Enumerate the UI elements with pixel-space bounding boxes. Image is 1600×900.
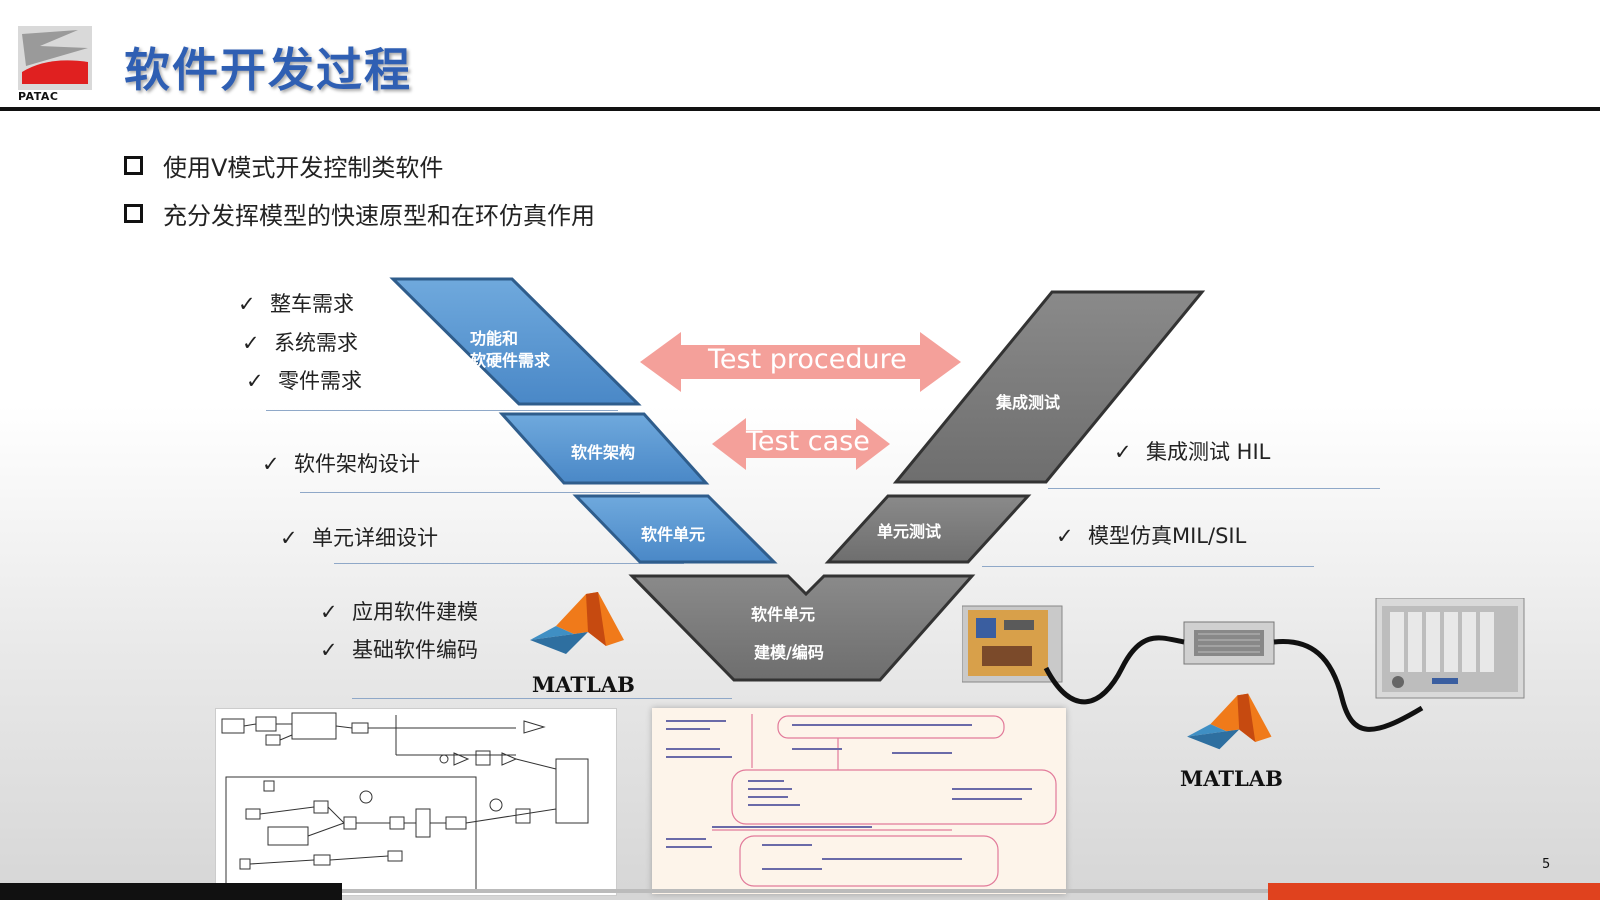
divider-line bbox=[352, 698, 732, 699]
req-item: ✓ 系统需求 bbox=[242, 327, 358, 357]
model-item: ✓ 应用软件建模 bbox=[320, 596, 478, 626]
model-item: ✓ 基础软件编码 bbox=[320, 634, 478, 664]
divider-line bbox=[334, 563, 684, 564]
req-item: ✓ 零件需求 bbox=[246, 365, 362, 395]
check-icon: ✓ bbox=[280, 526, 298, 550]
square-bullet-icon bbox=[124, 204, 143, 223]
test-procedure-arrow bbox=[640, 332, 961, 392]
check-icon: ✓ bbox=[320, 638, 338, 662]
requirements-label-line1: 功能和 bbox=[470, 329, 519, 348]
matlab-label-right: MATLAB bbox=[1180, 766, 1283, 791]
test-procedure-label: Test procedure bbox=[708, 344, 907, 375]
patac-logo-graphic bbox=[18, 26, 92, 90]
header-divider bbox=[0, 107, 1600, 111]
bullet-item: 使用V模式开发控制类软件 bbox=[124, 148, 443, 183]
req-item: ✓ 整车需求 bbox=[238, 288, 354, 318]
hil-hardware-graphic bbox=[961, 597, 1525, 732]
test-case-arrow bbox=[712, 418, 890, 470]
bottom-label-1: 软件单元 bbox=[751, 605, 816, 624]
req-text: 零件需求 bbox=[278, 369, 362, 393]
req-text: 系统需求 bbox=[274, 331, 358, 355]
patac-logo bbox=[18, 26, 92, 100]
bullet-text: 使用V模式开发控制类软件 bbox=[163, 154, 444, 182]
divider-line bbox=[300, 492, 640, 493]
square-bullet-icon bbox=[124, 156, 143, 175]
check-icon: ✓ bbox=[1056, 524, 1074, 548]
arch-text: 软件架构设计 bbox=[294, 452, 420, 476]
footer-bar-red bbox=[1268, 883, 1600, 900]
bottom-label-2: 建模/编码 bbox=[754, 643, 824, 662]
requirements-label-line2: 软硬件需求 bbox=[470, 351, 551, 370]
bottom-coding-shape bbox=[628, 574, 976, 682]
unit-label: 软件单元 bbox=[641, 525, 706, 544]
hil-hardware-image bbox=[961, 597, 1536, 794]
check-icon: ✓ bbox=[238, 292, 256, 316]
divider-line bbox=[982, 566, 1314, 567]
divider-line bbox=[266, 410, 618, 411]
architecture-shape bbox=[498, 412, 710, 485]
page-number: 5 bbox=[1542, 857, 1551, 872]
model-sim-item: ✓ 模型仿真MIL/SIL bbox=[1056, 520, 1246, 550]
model-sim-text: 模型仿真MIL/SIL bbox=[1088, 524, 1247, 548]
check-icon: ✓ bbox=[1114, 440, 1132, 464]
matlab-logo-icon bbox=[530, 592, 624, 654]
simulink-model-screenshot bbox=[215, 708, 617, 896]
check-icon: ✓ bbox=[246, 369, 264, 393]
requirements-shape bbox=[389, 277, 642, 406]
stateflow-chart-graphic bbox=[666, 714, 1057, 887]
logo-text: PATAC bbox=[18, 90, 59, 103]
architecture-label: 软件架构 bbox=[571, 443, 636, 462]
check-icon: ✓ bbox=[262, 452, 280, 476]
unit-test-shape bbox=[824, 494, 1032, 564]
integration-test-shape bbox=[892, 290, 1206, 484]
arch-item: ✓ 软件架构设计 bbox=[262, 448, 420, 478]
bullet-text: 充分发挥模型的快速原型和在环仿真作用 bbox=[163, 202, 595, 230]
model-text: 基础软件编码 bbox=[352, 638, 478, 662]
footer-bar-grey bbox=[342, 889, 1268, 893]
check-icon: ✓ bbox=[242, 331, 260, 355]
model-text: 应用软件建模 bbox=[352, 600, 478, 624]
unit-test-label: 单元测试 bbox=[877, 522, 942, 541]
footer-bar-dark bbox=[0, 883, 342, 900]
bullet-item: 充分发挥模型的快速原型和在环仿真作用 bbox=[124, 196, 595, 231]
integration-test-text: 集成测试 HIL bbox=[1146, 440, 1271, 464]
integration-test-label: 集成测试 bbox=[996, 393, 1061, 412]
matlab-label-left: MATLAB bbox=[532, 672, 635, 697]
integration-test-item: ✓ 集成测试 HIL bbox=[1114, 436, 1270, 466]
unit-design-item: ✓ 单元详细设计 bbox=[280, 522, 438, 552]
divider-line bbox=[1048, 488, 1380, 489]
check-icon: ✓ bbox=[320, 600, 338, 624]
simulink-model-graphic bbox=[221, 712, 589, 892]
requirements-label: 功能和 软硬件需求 bbox=[470, 328, 550, 372]
unit-design-text: 单元详细设计 bbox=[312, 526, 438, 550]
matlab-logo-icon bbox=[1187, 693, 1272, 750]
stateflow-code-screenshot bbox=[652, 708, 1066, 894]
req-text: 整车需求 bbox=[270, 292, 354, 316]
unit-shape bbox=[572, 494, 778, 564]
page-title: 软件开发过程 bbox=[124, 43, 412, 97]
test-case-label: Test case bbox=[746, 426, 870, 457]
